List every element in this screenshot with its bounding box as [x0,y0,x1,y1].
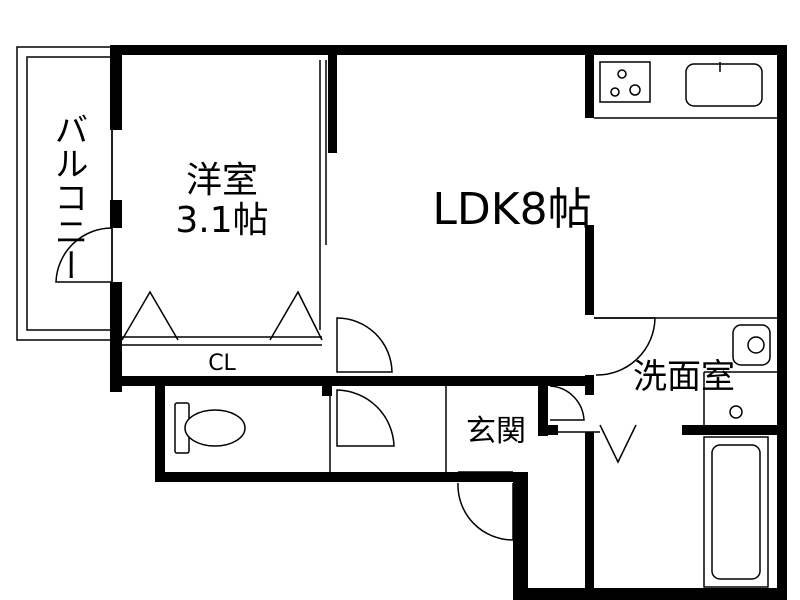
ldk-label: LDK8帖 [432,184,591,235]
balcony [16,46,113,341]
washroom-label: 洗面室 [633,357,735,397]
entrance-label: 玄関 [466,414,526,449]
walls [110,45,787,600]
balcony-label: バルコニー [48,112,88,282]
western-room-name: 洋室 [186,160,258,201]
toilet-icon [174,402,246,454]
doors [55,227,656,541]
closet-label: CL [208,351,236,376]
western-room-size: 3.1帖 [175,200,268,241]
thin-lines [121,60,777,588]
